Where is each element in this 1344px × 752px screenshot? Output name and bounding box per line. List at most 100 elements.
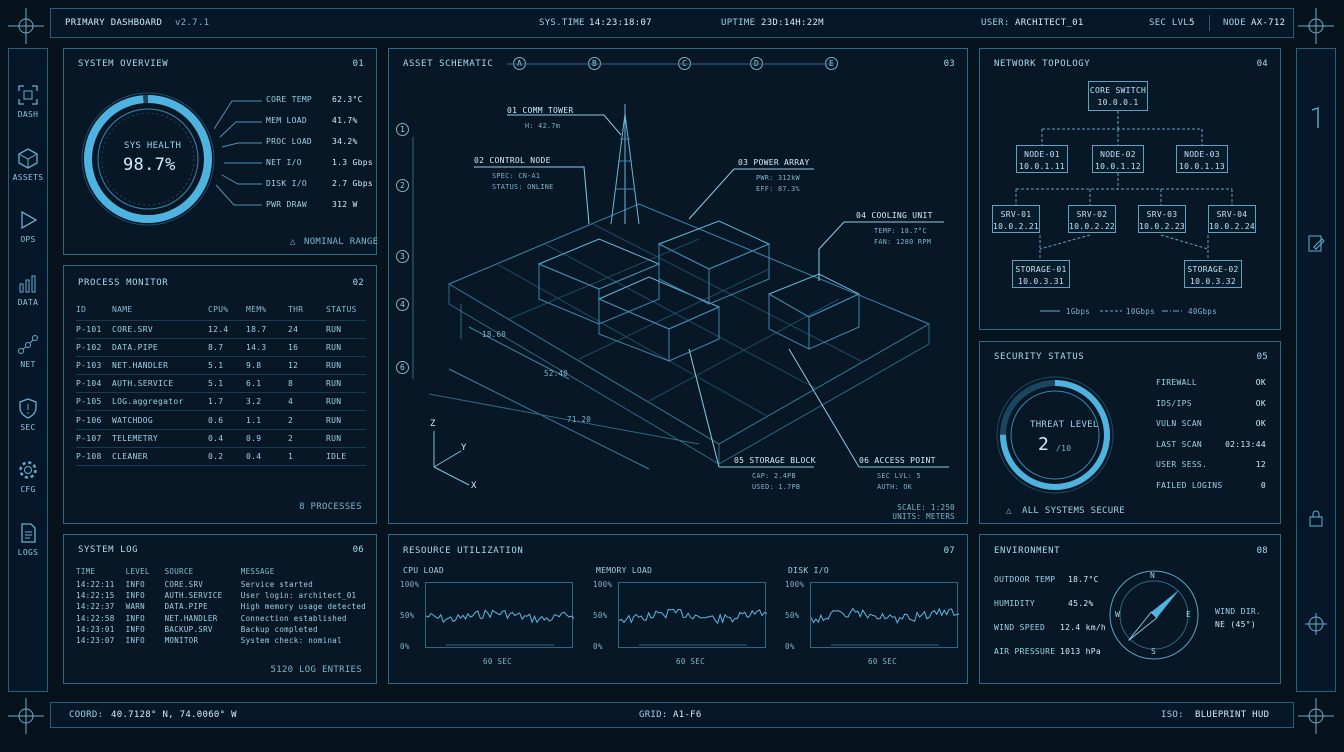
check-label: LAST SCAN — [1156, 439, 1203, 449]
metric-value: 1.3 Gbps — [332, 158, 373, 167]
metric-label: DISK I/O — [266, 179, 307, 188]
nav-item-label: OPS — [20, 235, 36, 244]
log-cell: INFO — [125, 580, 145, 590]
nav-item-dash[interactable]: DASH — [8, 84, 48, 119]
nav-item-net[interactable]: NET — [8, 334, 48, 369]
metric-value: 62.3°C — [332, 95, 363, 104]
node-ip: 10.0.1.12 — [1094, 162, 1142, 171]
user-value[interactable]: ARCHITECT_01 — [1015, 18, 1084, 28]
column-header[interactable]: MEM% — [246, 300, 288, 321]
right-rail — [1296, 48, 1336, 692]
nav-item-logs[interactable]: LOGS — [8, 522, 48, 557]
legend-label: 1Gbps — [1066, 307, 1091, 316]
chart-y-label: 100% — [785, 580, 805, 589]
check-value: 12 — [1255, 460, 1266, 469]
nav-item-data[interactable]: DATA — [8, 272, 48, 307]
topology-links — [1015, 111, 1233, 312]
node-name: SRV-04 — [1216, 210, 1248, 219]
nav-item-ops[interactable]: OPS — [8, 209, 48, 244]
rail-marker-icon[interactable] — [1306, 106, 1326, 130]
node-label: NODE — [1223, 18, 1246, 28]
document-icon — [8, 522, 48, 544]
metric-label: NET I/O — [266, 158, 302, 167]
crosshair-icon — [8, 8, 44, 44]
table-cell: P-102 — [76, 338, 112, 357]
coord-value: 40.7128° N, 74.0060° W — [111, 710, 237, 720]
panel-title: ENVIRONMENT — [994, 546, 1061, 556]
node-name: NODE-01 — [1024, 150, 1060, 159]
table-cell: AUTH.SERVICE — [112, 374, 208, 394]
column-header[interactable]: STATUS — [326, 300, 366, 321]
grid-row-marker: 6 — [396, 361, 409, 374]
iso-value: BLUEPRINT HUD — [1195, 710, 1270, 720]
systime-label: SYS.TIME — [539, 18, 585, 28]
env-value: 12.4 km/h — [1060, 623, 1107, 632]
lock-icon[interactable] — [1306, 508, 1326, 528]
column-header[interactable]: THR — [288, 300, 326, 321]
usage-chart[interactable] — [618, 582, 768, 648]
usage-chart[interactable] — [425, 582, 575, 648]
metric-value: 41.7% — [332, 116, 358, 125]
panel-number: 03 — [943, 59, 955, 69]
check-label: VULN SCAN — [1156, 419, 1203, 428]
header-divider — [1209, 15, 1210, 31]
node-ip: 10.0.0.1 — [1097, 98, 1139, 107]
table-cell: P-101 — [76, 320, 112, 339]
chart-window-label: 60 SEC — [483, 657, 512, 666]
nav-item-cfg[interactable]: CFG — [8, 459, 48, 494]
target-icon[interactable] — [1305, 613, 1327, 635]
column-header[interactable]: ID — [76, 300, 112, 321]
chart-y-label: 0% — [593, 642, 603, 651]
edit-document-icon[interactable] — [1306, 234, 1326, 254]
scale-label: SCALE: 1:250 — [897, 503, 955, 512]
check-value: OK — [1255, 398, 1266, 408]
nav-item-assets[interactable]: ASSETS — [8, 147, 48, 182]
table-cell: P-105 — [76, 392, 112, 412]
callout-title: 06 ACCESS POINT — [859, 456, 936, 465]
column-header[interactable]: CPU% — [208, 300, 246, 321]
node-ip: 10.0.1.13 — [1178, 162, 1226, 171]
column-header[interactable]: NAME — [112, 300, 208, 321]
check-label: USER SESS. — [1156, 460, 1208, 469]
chart-title: DISK I/O — [788, 566, 829, 575]
panel-number: 05 — [1256, 352, 1268, 362]
usage-chart[interactable] — [810, 582, 960, 648]
nav-item-sec[interactable]: SEC — [8, 397, 48, 432]
check-value: OK — [1255, 378, 1266, 387]
table-cell: 16 — [288, 338, 326, 357]
